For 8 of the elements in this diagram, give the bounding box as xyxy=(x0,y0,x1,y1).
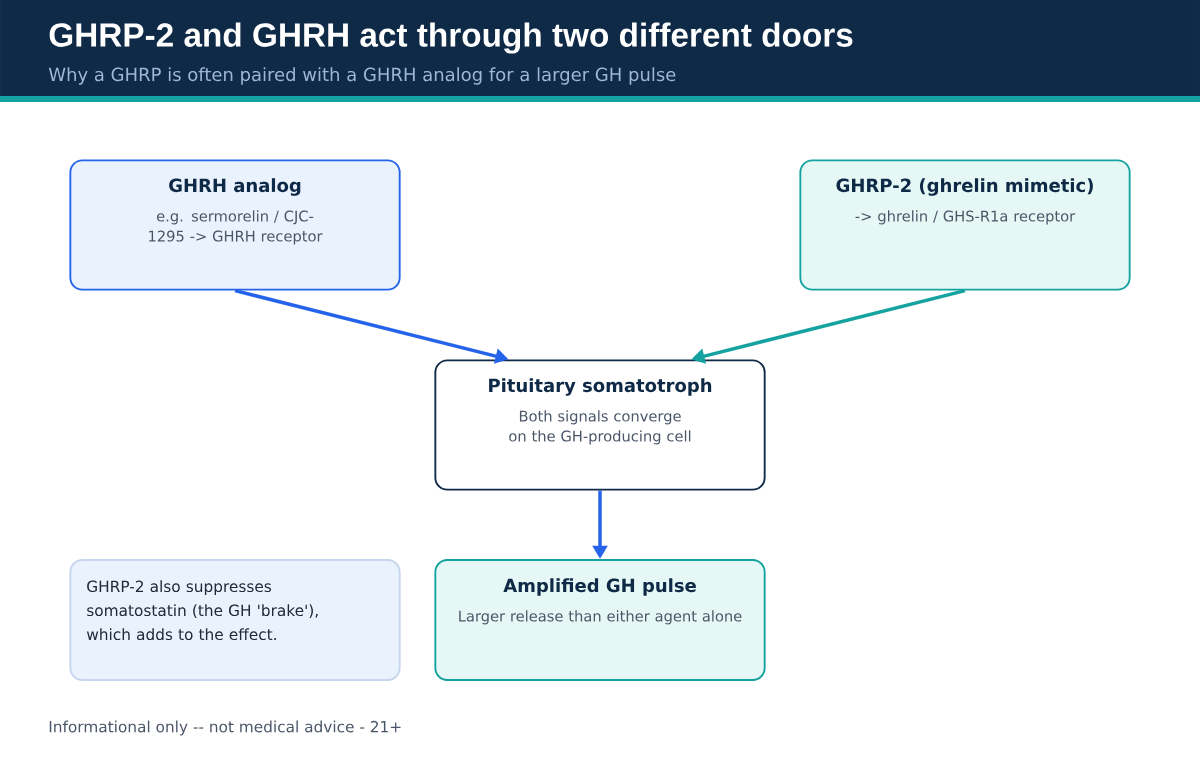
footer-note: Informational only -- not medical advice - 21+ xyxy=(49,720,401,736)
process-box: Pituitary somatotroph Both signals converge on the GH-producing cell xyxy=(434,359,766,491)
process-box: GHRP-2 (ghrelin mimetic) -> ghrelin / GHS-R1a receptor xyxy=(799,159,1131,291)
process-box: GHRH analog e.g. sermorelin / CJC-1295 -> GHRH receptor xyxy=(69,159,401,291)
subtitle: Why a GHRP is often paired with a GHRH analog for a larger GH pulse xyxy=(48,67,676,85)
note-box: GHRP-2 also suppresses somatostatin (the GH 'brake'), which adds to the effect. xyxy=(69,559,401,681)
process-box: Amplified GH pulse Larger release than either agent alone xyxy=(434,559,766,681)
title: GHRP-2 and GHRH act through two different doors xyxy=(49,22,853,54)
